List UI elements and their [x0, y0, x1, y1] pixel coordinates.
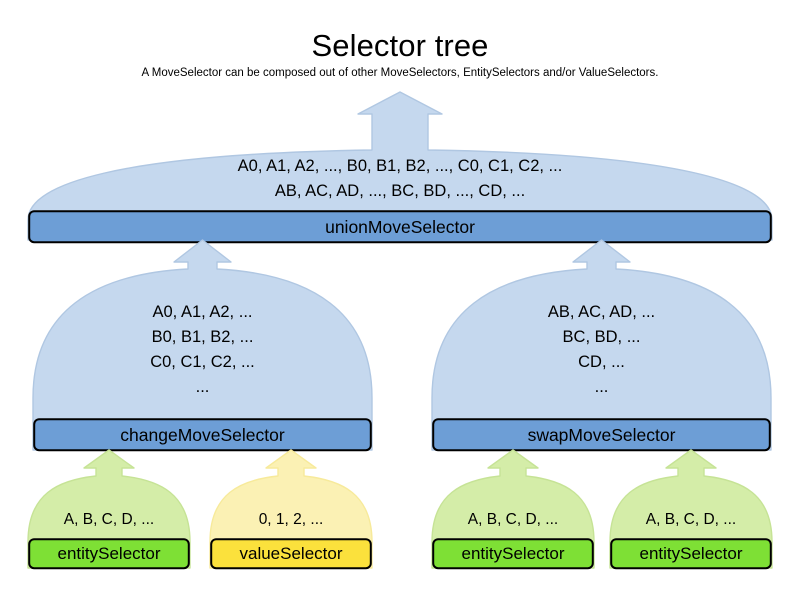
swap-dome-shape — [431, 239, 772, 451]
entity3-bar-shape — [610, 538, 772, 570]
entity2-bar-shape — [432, 538, 594, 570]
node-entity-selector-3[interactable]: A, B, C, D, ... entitySelector — [609, 449, 773, 570]
union-dome-shape — [27, 91, 773, 241]
change-dome-shape — [32, 239, 373, 451]
swap-bar-shape — [432, 418, 771, 452]
change-bar-shape — [33, 418, 372, 452]
node-entity-selector-2[interactable]: A, B, C, D, ... entitySelector — [431, 449, 595, 570]
union-bar-shape — [28, 210, 772, 244]
page-subtitle: A MoveSelector can be composed out of ot… — [141, 67, 659, 79]
node-change-move-selector[interactable]: A0, A1, A2, ... B0, B1, B2, ... C0, C1, … — [32, 239, 373, 452]
node-union-move-selector[interactable]: A0, A1, A2, ..., B0, B1, B2, ..., C0, C1… — [27, 91, 773, 244]
entity1-bar-shape — [28, 538, 190, 570]
node-entity-selector-1[interactable]: A, B, C, D, ... entitySelector — [27, 449, 191, 570]
value1-bar-shape — [210, 538, 372, 570]
page-title: Selector tree — [311, 28, 489, 63]
node-value-selector-1[interactable]: 0, 1, 2, ... valueSelector — [209, 449, 373, 570]
node-swap-move-selector[interactable]: AB, AC, AD, ... BC, BD, ... CD, ... ... … — [431, 239, 772, 452]
